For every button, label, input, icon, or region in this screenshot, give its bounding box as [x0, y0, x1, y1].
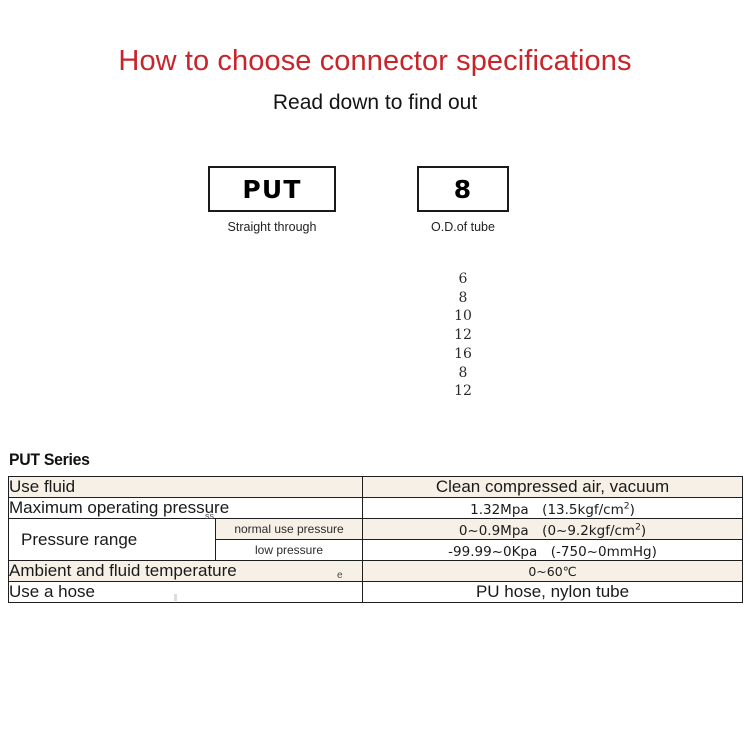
- spec-label-text: Use a hose: [9, 582, 95, 601]
- option-item[interactable]: 6: [458, 271, 468, 287]
- spec-label-text: Maximum operating pressure: [9, 498, 230, 517]
- selector-size-box[interactable]: 8: [417, 166, 509, 212]
- table-row: low pressure -99.99~0Kpa (-750~0mmHg): [9, 539, 744, 561]
- spec-table: Use fluid Clean compressed air, vacuum M…: [7, 476, 744, 603]
- spec-value-normal-use-pressure: 0~0.9Mpa (0~9.2kgf/cm2): [362, 518, 744, 540]
- spec-value-tail: ): [640, 523, 647, 539]
- spec-value-superscript: 2: [635, 521, 641, 533]
- option-item[interactable]: 12: [454, 383, 472, 400]
- selector-series: PUT Straight through: [208, 166, 336, 235]
- tube-size-option-list: 6 8 10 12 16 8 12: [417, 270, 509, 401]
- page-header: How to choose connector specifications R…: [0, 0, 750, 115]
- option-item[interactable]: 8: [458, 364, 468, 381]
- option-item[interactable]: 8: [458, 289, 468, 306]
- table-row: Pressure range normal use pressure 0~0.9…: [8, 518, 744, 561]
- spec-sublabel-normal-use-pressure: normal use pressure: [214, 518, 364, 540]
- spec-label-ambient-fluid-temperature: Ambient and fluid temperature e: [7, 560, 364, 582]
- selector-series-code: PUT: [242, 174, 302, 204]
- spec-value-use-fluid: Clean compressed air, vacuum: [362, 476, 744, 498]
- scan-artifact: e: [337, 570, 343, 581]
- selector-series-box[interactable]: PUT: [208, 166, 336, 212]
- selector-size: 8 O.D.of tube: [417, 166, 509, 235]
- selector-size-code: 8: [453, 174, 473, 204]
- page-subtitle: Read down to find out: [272, 90, 478, 114]
- spec-value-ambient-fluid-temperature: 0~60℃: [362, 560, 744, 582]
- option-item[interactable]: 12: [454, 327, 472, 344]
- spec-label-text: Ambient and fluid temperature: [9, 561, 237, 580]
- spec-section-label: PUT Series: [9, 450, 90, 469]
- table-row: Ambient and fluid temperature e 0~60℃: [7, 560, 744, 582]
- spec-sublabel-low-pressure: low pressure: [214, 539, 364, 561]
- spec-value-max-operating-pressure: 1.32Mpa (13.5kgf/cm2): [362, 497, 744, 519]
- spec-value-superscript: 2: [623, 500, 630, 512]
- table-row: Use a hose PU hose, nylon tube: [7, 581, 744, 603]
- selector-size-caption: O.D.of tube: [431, 220, 495, 234]
- spec-value-tail: ): [629, 502, 635, 518]
- spec-value-low-pressure: -99.99~0Kpa (-750~0mmHg): [362, 539, 744, 561]
- spec-label-pressure-range: Pressure range: [8, 518, 216, 561]
- spec-label-use-a-hose: Use a hose: [7, 581, 364, 603]
- scan-artifact: [174, 594, 177, 601]
- option-item[interactable]: 10: [454, 308, 472, 325]
- page-title: How to choose connector specifications: [118, 45, 632, 77]
- spec-value-use-a-hose: PU hose, nylon tube: [362, 581, 744, 603]
- spec-value-text: 1.32Mpa (13.5kgf/cm: [470, 502, 624, 518]
- spec-label-use-fluid: Use fluid: [7, 476, 364, 498]
- selector-series-caption: Straight through: [227, 220, 317, 234]
- table-row: Use fluid Clean compressed air, vacuum: [7, 476, 744, 498]
- option-item[interactable]: 16: [454, 345, 472, 362]
- spec-value-text: 0~0.9Mpa (0~9.2kgf/cm: [458, 523, 636, 539]
- selector-row: PUT Straight through 8 O.D.of tube: [0, 166, 750, 246]
